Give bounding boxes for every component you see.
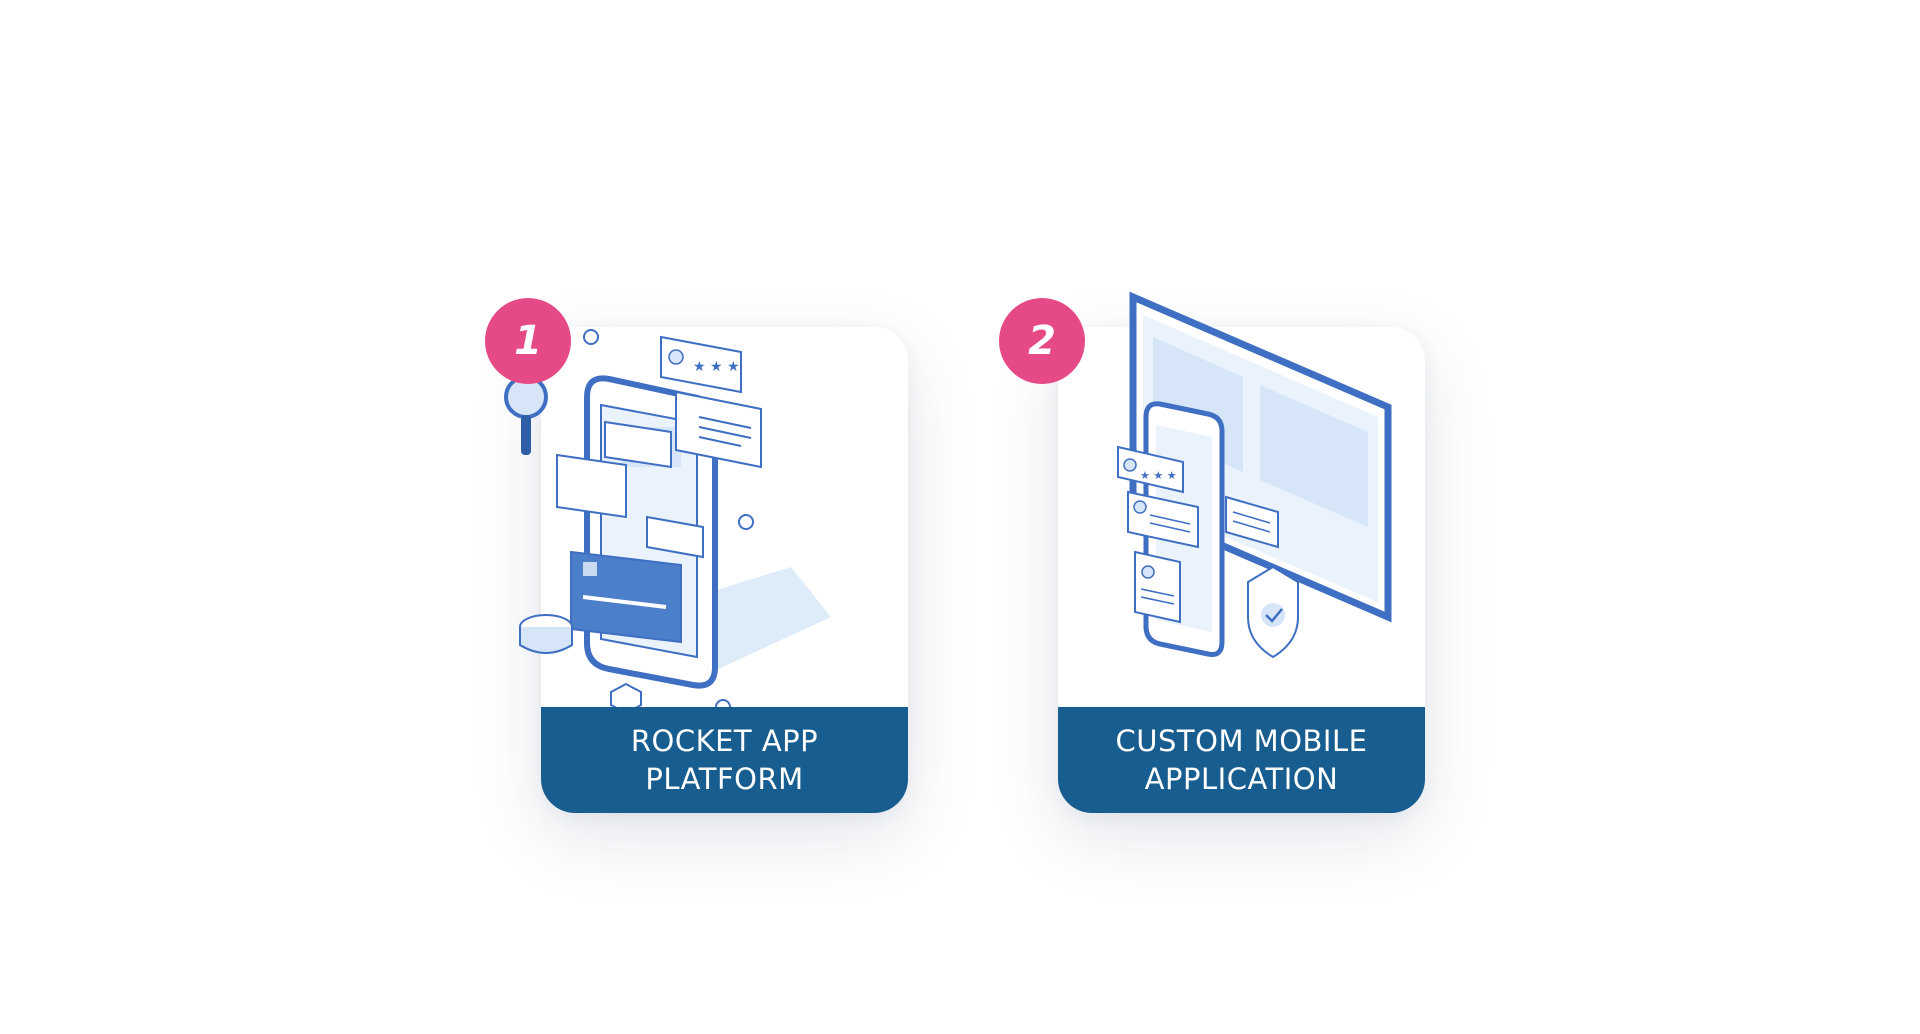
step-number-badge: 1 [485, 298, 571, 384]
svg-text:★ ★ ★: ★ ★ ★ [693, 359, 740, 375]
card-rocket-app-platform[interactable]: ★ ★ ★ 1 ROCKET APP PLATFORM [485, 298, 908, 813]
illustration-area: ★ ★ ★ [1058, 291, 1425, 707]
card-footer: ROCKET APP PLATFORM [541, 707, 908, 813]
card-custom-mobile-application[interactable]: ★ ★ ★ 2 CUSTOM MOBILE APPLICATION [999, 291, 1425, 813]
step-number-badge: 2 [999, 298, 1085, 384]
svg-text:★ ★ ★: ★ ★ ★ [1140, 469, 1177, 482]
card-title: ROCKET APP PLATFORM [630, 724, 819, 796]
desktop-mobile-isometric-icon: ★ ★ ★ [1117, 291, 1392, 659]
card-footer: CUSTOM MOBILE APPLICATION [1058, 707, 1425, 813]
mobile-app-isometric-icon: ★ ★ ★ [504, 329, 831, 715]
card-title: CUSTOM MOBILE APPLICATION [1115, 724, 1368, 796]
illustration-area: ★ ★ ★ [504, 327, 908, 715]
